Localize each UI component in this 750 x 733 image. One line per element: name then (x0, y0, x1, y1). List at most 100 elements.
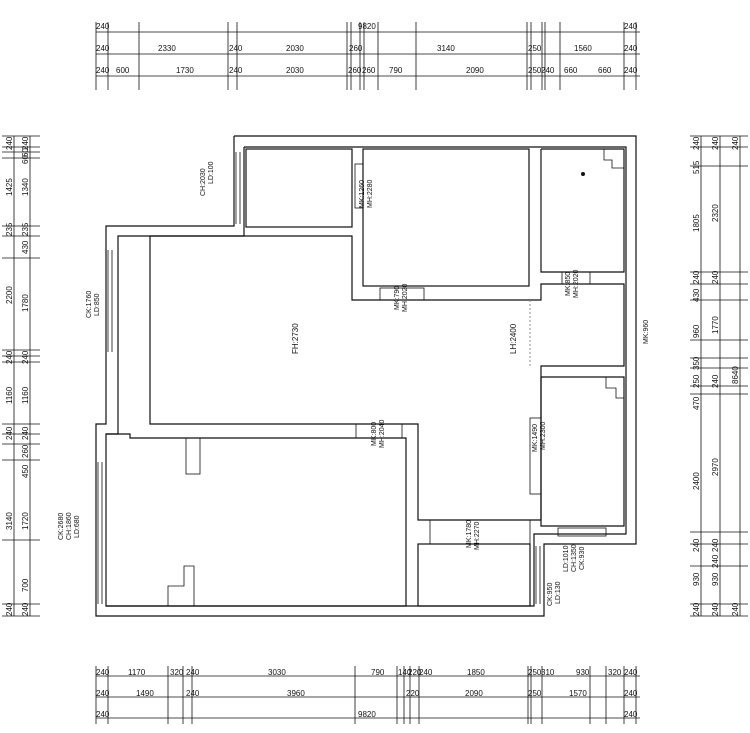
dim-left-o-2: 235 (5, 222, 14, 236)
tag-ck950-2: LD:1010 (563, 545, 570, 572)
dim-bot-r1-8: 240 (419, 668, 433, 677)
dim-bot-r1-6: 140 (398, 668, 412, 677)
dim-right-i-8: 470 (692, 396, 701, 410)
dim-right-m-0: 240 (711, 136, 720, 150)
dim-top-r3-2: 1730 (176, 66, 194, 75)
tag-mk1490-0: MK:1490 (532, 424, 539, 452)
dim-left-i-8: 1160 (21, 386, 30, 404)
walls (95, 135, 637, 617)
tag-mk800-1: MH:2040 (379, 419, 386, 448)
dim-right-m-2: 240 (711, 374, 720, 388)
tag-mk850-0: MK:850 (565, 272, 572, 296)
living-boundary (149, 235, 625, 521)
dim-bot-r3-2: 240 (624, 710, 638, 719)
annotation-tags: CH:2030 LD:100 MK:1260 MH:2280 CK:1760 L… (58, 161, 650, 606)
dim-left-o-8: 240 (5, 602, 14, 616)
tag-mk1780-0: MK:1780 (466, 520, 473, 548)
dim-bot-r2-6: 250 (528, 689, 542, 698)
dim-top-r2-7: 1560 (574, 44, 592, 53)
dim-right-m-4: 240 (711, 602, 720, 616)
door-mk800 (355, 423, 403, 439)
dim-top-r3-8: 2090 (466, 66, 484, 75)
dim-top-r3-4: 2030 (286, 66, 304, 75)
dim-right-i-9: 2400 (692, 472, 701, 490)
dim-bot-r1-4: 3030 (268, 668, 286, 677)
outer-wall (95, 135, 637, 617)
floor-drain-icon (581, 172, 585, 176)
tag-ck950-0: CK:950 (547, 583, 554, 606)
duct-notch (603, 149, 624, 169)
dim-top-r3-5: 260 (348, 66, 362, 75)
tag-mk1490-1: MH:2300 (540, 421, 547, 450)
door-mk1260 (354, 163, 364, 209)
tag-ck1760-0: CK:1760 (86, 291, 93, 318)
dim-bot-r1-5: 790 (371, 668, 385, 677)
tag-ck2680-1: CH:1860 (66, 512, 73, 540)
dim-bot-r1-1: 1170 (128, 668, 146, 677)
dim-bot-r1-9: 1850 (467, 668, 485, 677)
tag-mk1260-0: MK:1260 (359, 180, 366, 208)
dim-bot-r3-0: 240 (96, 710, 110, 719)
dim-left-i-2: 60 (21, 155, 30, 164)
door-mk790 (379, 287, 425, 301)
dim-right-i-11: 930 (692, 572, 701, 586)
dim-top-r2-2: 240 (229, 44, 243, 53)
dim-right-m2-0: 930 (711, 572, 720, 586)
dim-top-r3-6: 260 (362, 66, 376, 75)
dim-top-r1-0: 240 (96, 22, 110, 31)
dim-bot-r3-1: 9820 (358, 710, 376, 719)
dim-top-r3-11: 660 (564, 66, 578, 75)
dim-right-o-0: 240 (731, 136, 740, 150)
dim-bot-r1-7: 220 (408, 668, 422, 677)
tag-mk960: MK:960 (643, 320, 650, 344)
dim-top-r2-4: 260 (349, 44, 363, 53)
dim-right-i-6: 350 (692, 356, 701, 370)
dim-top-r3-12: 660 (598, 66, 612, 75)
room-top-left (245, 148, 353, 228)
tag-ch2030-0: CH:2030 (200, 168, 207, 196)
dim-top-r3-1: 600 (116, 66, 130, 75)
bottom-dimension-chains: 240 1170 320 240 3030 790 140 220 240 18… (95, 666, 640, 724)
tag-fh: FH:2730 (291, 323, 300, 354)
tag-mk800-0: MK:800 (371, 422, 378, 446)
dim-left-i-12: 1720 (21, 512, 30, 530)
dim-top-r3-9: 250 (528, 66, 542, 75)
tag-ck950-3: CH:1350 (571, 544, 578, 572)
dim-right-i-1: 515 (692, 160, 701, 174)
dim-bot-r1-3: 240 (186, 668, 200, 677)
dim-right-o-1: 2320 (711, 204, 720, 222)
dim-bot-r2-1: 1490 (136, 689, 154, 698)
tag-ck1760-1: LD:850 (94, 293, 101, 316)
dim-top-r1-1: 9820 (358, 22, 376, 31)
dim-left-i-3: 1340 (21, 178, 30, 196)
dim-bot-r2-5: 2090 (465, 689, 483, 698)
dim-top-r2-0: 240 (96, 44, 110, 53)
dim-left-i-11: 450 (21, 464, 30, 478)
dim-bot-r2-0: 240 (96, 689, 110, 698)
dim-top-r2-1: 2330 (158, 44, 176, 53)
tag-mk1780-1: MH:2270 (474, 521, 481, 550)
room-top-mid (362, 148, 530, 287)
tag-ck950-4: CK:930 (579, 547, 586, 570)
dim-right-m-3: 240 (711, 538, 720, 552)
tag-ch2030-1: LD:100 (208, 161, 215, 184)
room-lower-right (540, 376, 625, 527)
dim-left-o-1: 1425 (5, 178, 14, 196)
tag-mk1260-1: MH:2280 (367, 179, 374, 208)
dim-bot-r1-2: 320 (170, 668, 184, 677)
dim-left-i-0: 240 (21, 136, 30, 150)
dim-left-i-6: 1780 (21, 294, 30, 312)
dim-right-o-5: 8640 (731, 366, 740, 384)
dim-right-i-2: 1805 (692, 214, 701, 232)
dim-top-r3-7: 790 (389, 66, 403, 75)
dim-bot-r1-0: 240 (96, 668, 110, 677)
tag-ck950-1: LD:130 (555, 581, 562, 604)
right-dimension-chains: 240 515 1805 240 430 960 350 250 470 240… (690, 135, 748, 617)
dim-right-i-10: 240 (692, 538, 701, 552)
dim-bot-r2-8: 240 (624, 689, 638, 698)
dim-top-r2-6: 250 (528, 44, 542, 53)
dim-top-r3-10: 240 (541, 66, 555, 75)
dim-left-i-7: 240 (21, 350, 30, 364)
dim-bot-r1-10: 250 (528, 668, 542, 677)
